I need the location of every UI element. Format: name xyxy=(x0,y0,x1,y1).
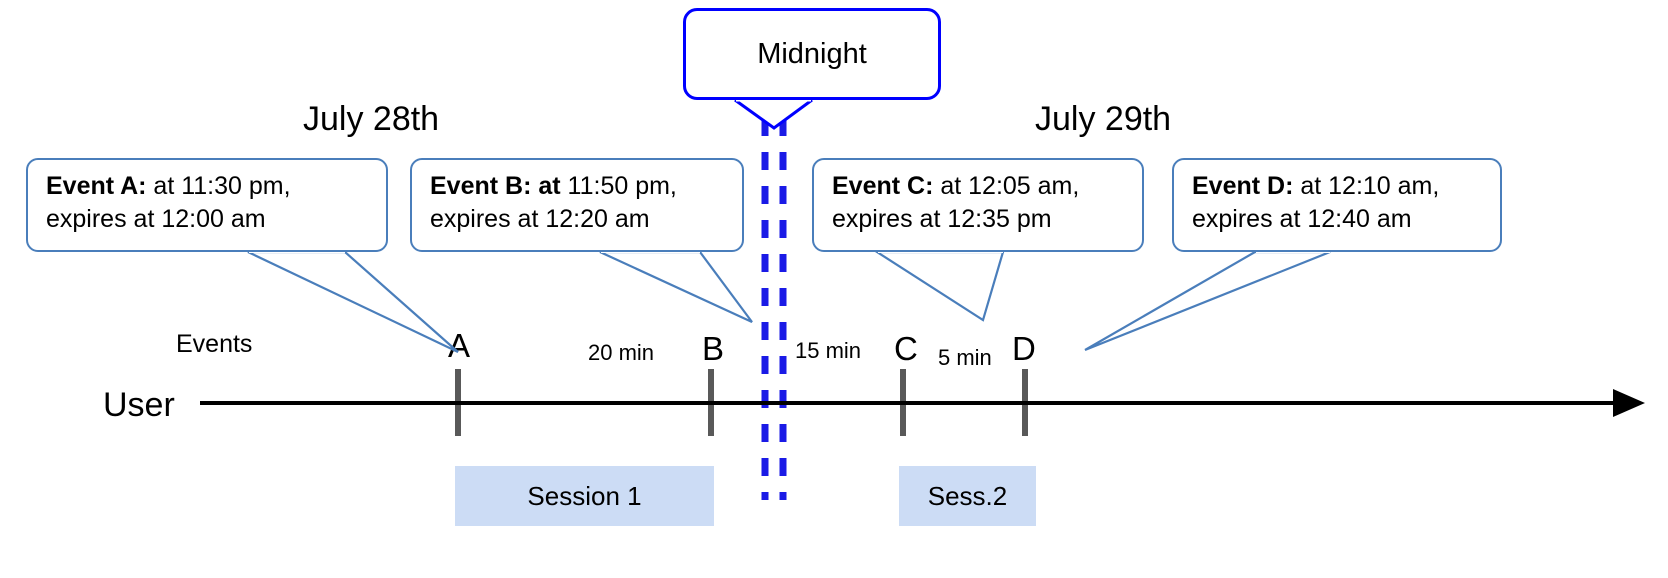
session-box-1: Session 1 xyxy=(455,466,714,526)
event-a-tail xyxy=(247,250,459,353)
day-label-july-29: July 29th xyxy=(1035,100,1172,138)
callout-event-a-bold: Event A: xyxy=(46,172,147,200)
callout-event-d-rest: at 12:10 am, xyxy=(1293,172,1440,200)
callout-event-a-line2: expires at 12:00 am xyxy=(46,205,266,233)
callout-event-b-line1: Event B: at 11:50 pm, xyxy=(430,172,677,200)
callout-event-a: Event A: at 11:30 pm, expires at 12:00 a… xyxy=(26,158,388,252)
callout-event-a-line1: Event A: at 11:30 pm, xyxy=(46,172,291,200)
timeline-axis-arrowhead xyxy=(1613,389,1645,417)
row-label-events: Events xyxy=(176,330,253,358)
callout-event-b-line2: expires at 12:20 am xyxy=(430,205,650,233)
midnight-callout-box: Midnight xyxy=(683,8,941,100)
gap-label-20-min: 20 min xyxy=(588,340,655,365)
callout-event-d-line2: expires at 12:40 am xyxy=(1192,205,1412,233)
event-marker-label-c: C xyxy=(894,330,918,367)
row-label-user: User xyxy=(103,386,175,424)
gap-label-15-min: 15 min xyxy=(795,338,862,363)
session-box-1-label: Session 1 xyxy=(527,480,642,511)
callout-event-b-rest: 11:50 pm, xyxy=(560,172,677,200)
event-marker-label-b: B xyxy=(702,330,725,367)
session-box-2-label: Sess.2 xyxy=(927,480,1008,511)
callout-event-b-bold: Event B: at xyxy=(430,172,561,200)
event-tick-d xyxy=(1022,369,1028,436)
midnight-callout-tail xyxy=(734,98,813,130)
day-label-july-28: July 28th xyxy=(303,100,440,138)
callout-event-b: Event B: at 11:50 pm, expires at 12:20 a… xyxy=(410,158,744,252)
event-tick-c xyxy=(900,369,906,436)
callout-event-a-rest: at 11:30 pm, xyxy=(146,172,291,200)
callout-event-d-line1: Event D: at 12:10 am, xyxy=(1192,172,1439,200)
midnight-label: Midnight xyxy=(757,37,867,70)
callout-event-c: Event C: at 12:05 am, expires at 12:35 p… xyxy=(812,158,1144,252)
gap-label-5-min: 5 min xyxy=(938,345,992,370)
event-b-tail xyxy=(599,250,753,323)
callout-event-c-line1: Event C: at 12:05 am, xyxy=(832,172,1079,200)
callout-event-d: Event D: at 12:10 am, expires at 12:40 a… xyxy=(1172,158,1502,252)
callout-event-d-bold: Event D: xyxy=(1192,172,1294,200)
session-box-2: Sess.2 xyxy=(899,466,1036,526)
callout-event-c-line2: expires at 12:35 pm xyxy=(832,205,1052,233)
callout-event-c-rest: at 12:05 am, xyxy=(933,172,1080,200)
event-c-tail xyxy=(873,250,1005,322)
event-d-tail xyxy=(1084,250,1331,352)
event-marker-label-d: D xyxy=(1012,330,1036,367)
event-tick-a xyxy=(455,369,461,436)
callout-event-c-bold: Event C: xyxy=(832,172,934,200)
event-tick-b xyxy=(708,369,714,436)
event-marker-label-a: A xyxy=(448,327,471,364)
